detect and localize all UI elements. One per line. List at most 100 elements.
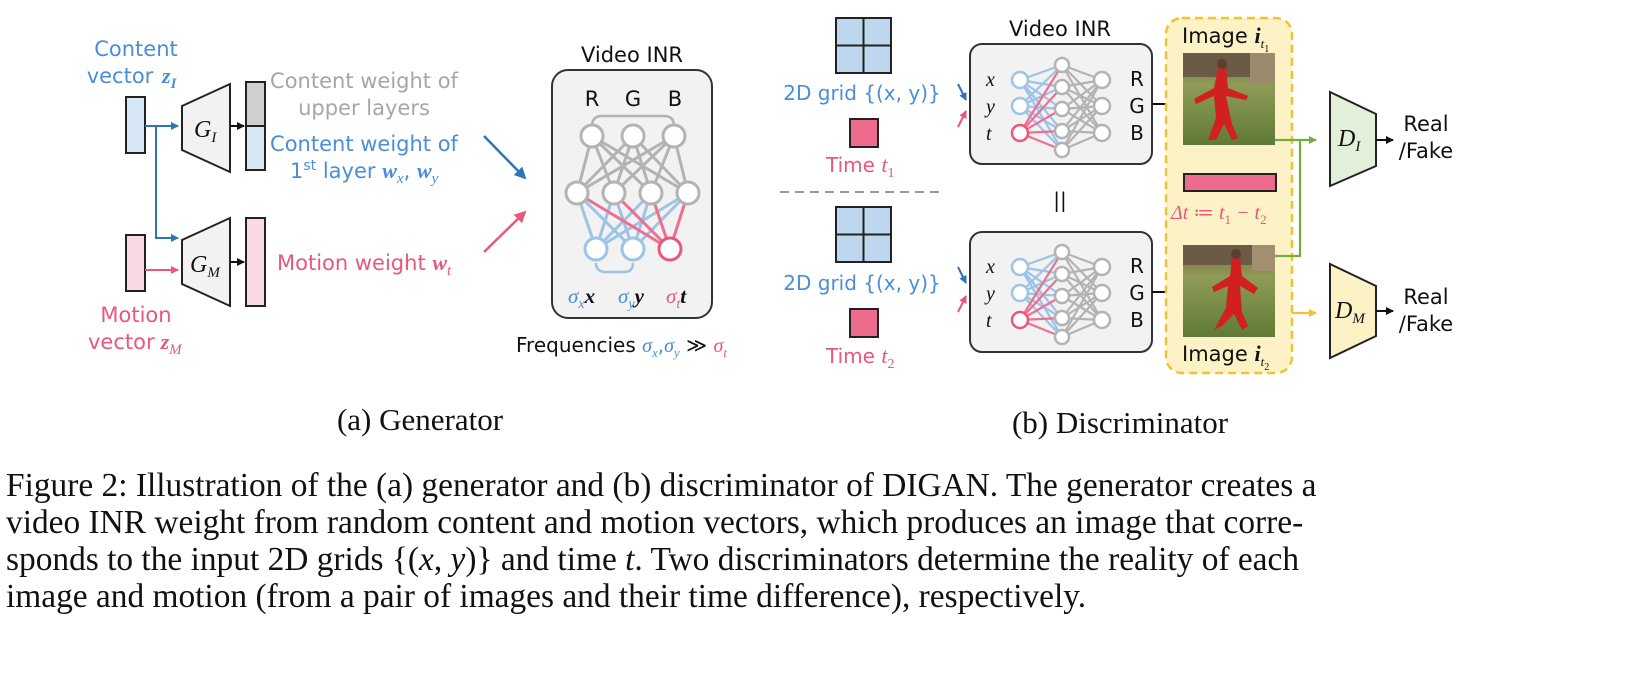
disc-bot-out-g: G <box>1129 281 1145 305</box>
motion-vector-label-1: Motion <box>100 303 171 327</box>
gen-in-x-label: σxx <box>568 284 595 312</box>
gen-input-node-x <box>583 236 609 262</box>
gen-hidden-node <box>638 180 664 206</box>
motion-weight-label: Motion weight wt <box>277 250 452 279</box>
time-difference-bar <box>1183 173 1277 192</box>
gm-label: GM <box>190 252 221 281</box>
disc-bot-in-x: x <box>985 256 995 278</box>
generator-caption: (a) Generator <box>337 402 504 437</box>
gen-hidden-node <box>601 180 627 206</box>
motion-weight-box <box>245 217 266 307</box>
content-flow-arrow <box>483 135 527 180</box>
grid-icon-bottom <box>835 206 892 263</box>
disc-top-out-g: G <box>1129 94 1145 118</box>
disc-top-node-x <box>1010 70 1030 90</box>
content-first-label-2: 1st layer wx, wy <box>290 158 439 187</box>
caption-line-3-a: sponds to the input 2D grids {( <box>6 541 419 578</box>
content-upper-label-2: upper layers <box>298 96 430 120</box>
gen-hidden-node <box>564 180 590 206</box>
content-vector-label: Content <box>94 37 178 61</box>
grid-label-top: 2D grid {(x, y)} <box>783 81 940 105</box>
content-to-gm-arrow <box>155 126 179 242</box>
disc-top-in-x: x <box>985 69 995 91</box>
disc-bot-out-node <box>1092 257 1112 277</box>
gi-label: GI <box>194 117 217 146</box>
frequencies-label: Frequencies σx,σy ≫ σt <box>516 333 727 360</box>
grid-arrow-top <box>957 83 967 101</box>
disc-bot-hidden <box>1053 287 1071 305</box>
gen-input-node-y <box>620 236 646 262</box>
caption-line-3-b: )} and time <box>465 541 626 578</box>
motion-vector-box <box>125 234 146 292</box>
di-label: DI <box>1337 126 1361 155</box>
grid-arrow-bottom <box>957 266 967 284</box>
digan-figure: Content vector zI GI Content weight of u… <box>87 16 1453 440</box>
disc-top-out-node <box>1092 96 1112 116</box>
shared-weights-symbol: || <box>1053 188 1066 212</box>
gen-node-b <box>661 123 687 149</box>
di-discriminator-block <box>1329 90 1377 188</box>
disc-top-out-node <box>1092 123 1112 143</box>
generator-inr-title: Video INR <box>581 43 683 67</box>
gen-in-t-label: σtt <box>666 284 687 312</box>
gen-node-g <box>620 123 646 149</box>
discriminator-panel: 2D grid {(x, y)} Time t1 2D grid {(x, y)… <box>780 16 1453 440</box>
disc-bot-node-x <box>1010 257 1030 277</box>
disc-bot-hidden <box>1053 265 1071 283</box>
time2-box <box>849 308 879 338</box>
gen-hidden-node <box>675 180 701 206</box>
disc-bot-node-t <box>1010 310 1030 330</box>
gen-out-g: G <box>625 87 641 111</box>
time-arrow-top <box>957 110 967 128</box>
gen-in-y-label: σyy <box>618 284 645 312</box>
caption-line-3-c: . Two discriminators determine the reali… <box>634 541 1300 578</box>
content-vector-label-2: vector <box>87 64 154 88</box>
caption-var-x: x <box>419 541 434 578</box>
time1-box <box>849 118 879 148</box>
gen-node-r <box>579 123 605 149</box>
dm-output-label-1: Real <box>1403 285 1448 309</box>
dm-label: DM <box>1334 298 1366 327</box>
caption-line-2: video INR weight from random content and… <box>6 504 1304 541</box>
disc-bot-out-r: R <box>1130 254 1144 278</box>
di-output-label-1: Real <box>1403 112 1448 136</box>
gm-generator-block <box>181 216 231 308</box>
time-arrow-bottom <box>957 295 967 313</box>
disc-bot-node-y <box>1010 283 1030 303</box>
image2-to-di-arrow <box>1275 140 1302 258</box>
disc-top-in-y: y <box>984 96 995 118</box>
disc-bot-in-y: y <box>984 283 995 305</box>
generator-panel: Content vector zI GI Content weight of u… <box>87 37 728 437</box>
caption-line-4: image and motion (from a pair of images … <box>6 578 1087 615</box>
disc-top-hidden <box>1053 56 1071 74</box>
caption-var-y: y <box>450 541 466 578</box>
disc-bot-out-node <box>1092 283 1112 303</box>
disc-bot-hidden <box>1053 328 1071 346</box>
caption-var-t: t <box>625 541 635 578</box>
disc-top-in-t: t <box>986 123 992 145</box>
gen-out-bracket <box>590 114 676 127</box>
content-vector-symbol: zI <box>161 63 178 92</box>
disc-top-hidden <box>1053 141 1071 159</box>
time-difference-label: Δt ≔ t1 − t2 <box>1170 202 1267 227</box>
gen-out-r: R <box>585 87 600 111</box>
time1-label: Time t1 <box>825 152 894 181</box>
gen-in-bracket <box>594 262 635 274</box>
content-upper-label-1: Content weight of <box>270 69 459 93</box>
figure-caption: Figure 2: Illustration of the (a) genera… <box>6 467 1634 615</box>
frame-image-2 <box>1183 245 1275 337</box>
disc-top-out-node <box>1092 70 1112 90</box>
caption-line-3: sponds to the input 2D grids {(x, y)} an… <box>6 541 1634 578</box>
gen-out-b: B <box>668 87 682 111</box>
motion-flow-arrow <box>483 210 527 253</box>
dm-output-label-2: /Fake <box>1399 312 1453 336</box>
grid-label-bottom: 2D grid {(x, y)} <box>783 271 940 295</box>
disc-bot-out-node <box>1092 310 1112 330</box>
image1-label: Image it1 <box>1182 23 1269 55</box>
gi-generator-block <box>181 82 231 174</box>
disc-top-node-y <box>1010 96 1030 116</box>
disc-inr-title: Video INR <box>1009 17 1111 41</box>
di-output-label-2: /Fake <box>1399 139 1453 163</box>
disc-bot-hidden <box>1053 243 1071 261</box>
